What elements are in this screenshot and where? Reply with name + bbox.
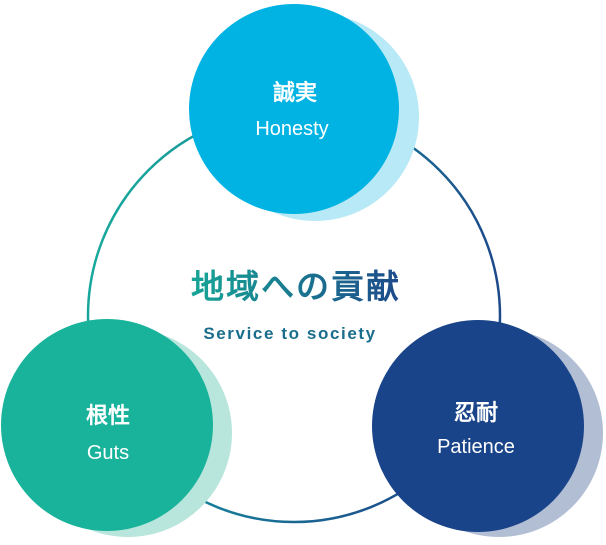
node-honesty-circle: [189, 4, 399, 214]
node-guts-title: 根性: [86, 404, 130, 429]
node-patience-title: 忍耐: [454, 401, 498, 426]
node-guts: 根性 Guts: [1, 319, 232, 537]
node-patience-subtitle: Patience: [437, 436, 515, 458]
node-honesty-subtitle: Honesty: [255, 118, 328, 140]
center-subtitle: Service to society: [203, 324, 376, 343]
node-patience-circle: [372, 320, 584, 532]
node-guts-circle: [1, 319, 213, 531]
node-honesty-title: 誠実: [273, 80, 317, 106]
node-honesty: 誠実 Honesty: [189, 4, 419, 221]
node-patience: 忍耐 Patience: [372, 320, 603, 537]
node-guts-subtitle: Guts: [87, 442, 129, 464]
center-title: 地域への貢献: [191, 267, 401, 306]
